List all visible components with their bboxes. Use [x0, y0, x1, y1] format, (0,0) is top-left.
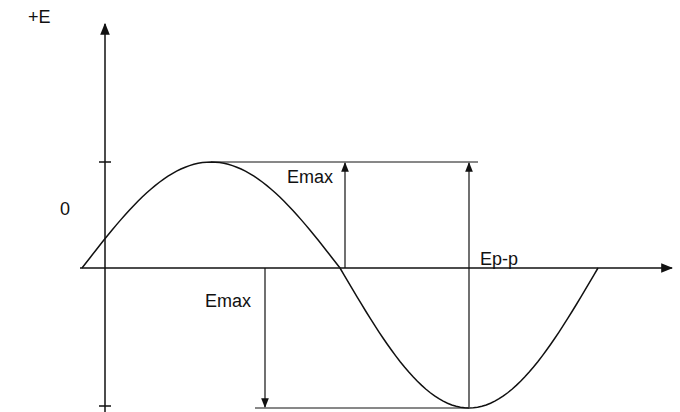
- peak-to-peak-label: Ep-p: [480, 250, 518, 268]
- x-axis: [80, 267, 672, 269]
- axis-tick: [99, 161, 111, 163]
- origin-label: 0: [60, 200, 70, 218]
- axis-label: +E: [28, 8, 51, 26]
- epp-arrow: [468, 163, 469, 407]
- axis-tick: [99, 405, 111, 407]
- amplitude-label: Emax: [205, 292, 251, 310]
- amplitude-label: Emax: [287, 168, 333, 186]
- peak-line: [211, 162, 478, 163]
- y-axis: [104, 24, 106, 412]
- emax-arrow: [344, 163, 345, 268]
- trough-line: [255, 408, 469, 409]
- emax-arrow: [264, 268, 265, 407]
- sine-wave: [82, 162, 598, 408]
